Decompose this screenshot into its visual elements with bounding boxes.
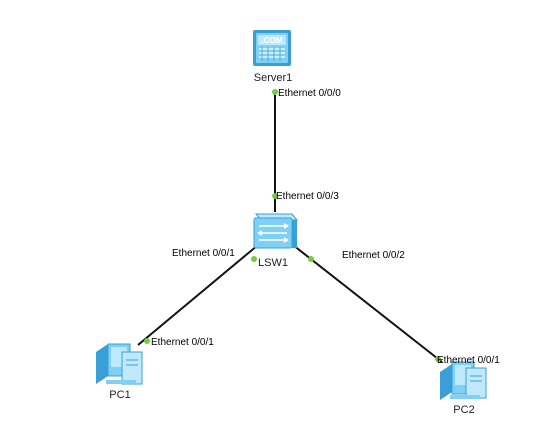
port-dot-pc1[interactable]: [144, 338, 150, 344]
server-badge: .COM: [262, 36, 283, 45]
server-icon: .COM: [253, 30, 291, 66]
port-label-switch-server: Ethernet 0/0/3: [276, 191, 339, 202]
port-label-pc2: Ethernet 0/0/1: [437, 355, 500, 366]
port-dot-switch-up[interactable]: [272, 193, 278, 199]
port-dot-switch-pc1[interactable]: [251, 256, 257, 262]
port-dot-switch-pc2[interactable]: [308, 256, 314, 262]
port-dot-pc2[interactable]: [435, 356, 441, 362]
link-switch-pc1[interactable]: [137, 244, 259, 346]
port-label-pc1: Ethernet 0/0/1: [151, 337, 214, 348]
link-switch-pc2[interactable]: [292, 244, 443, 363]
pc-icon: [96, 343, 143, 385]
switch-icon: [253, 213, 299, 249]
pc2-device[interactable]: PC2: [440, 361, 487, 416]
server1-device[interactable]: .COM Server1: [253, 30, 292, 84]
pc1-label: PC1: [109, 389, 130, 401]
port-label-server: Ethernet 0/0/0: [278, 88, 341, 99]
pc2-label: PC2: [453, 404, 474, 416]
server1-label: Server1: [254, 72, 293, 84]
lsw1-label: LSW1: [258, 257, 288, 269]
pc-icon: [440, 361, 487, 400]
port-dot-server[interactable]: [272, 89, 278, 95]
pc1-device[interactable]: PC1: [96, 343, 143, 401]
port-label-switch-pc2: Ethernet 0/0/2: [342, 250, 405, 261]
port-label-switch-pc1: Ethernet 0/0/1: [172, 248, 235, 259]
lsw1-device[interactable]: LSW1: [253, 213, 299, 269]
